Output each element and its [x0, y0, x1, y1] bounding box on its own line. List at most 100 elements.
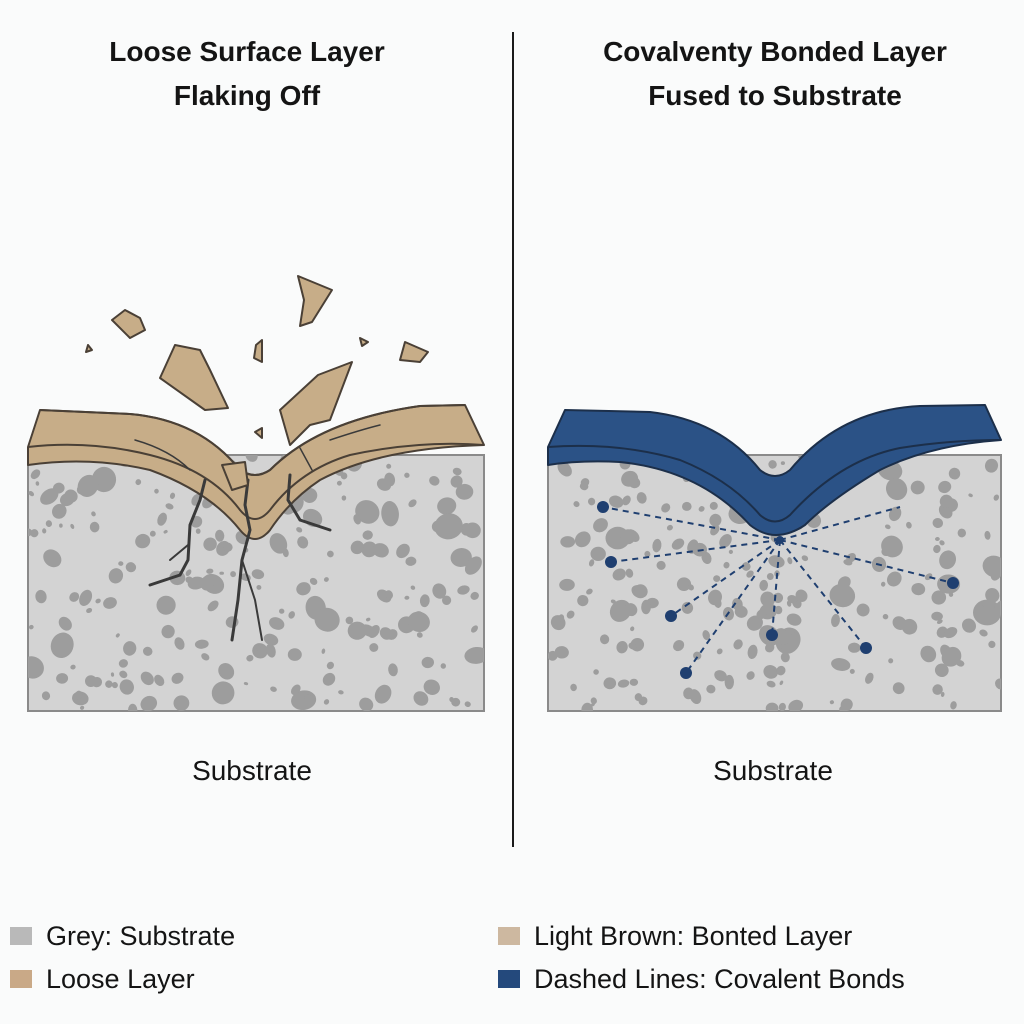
aggregate-stone — [950, 701, 957, 710]
legend-label: Dashed Lines: Covalent Bonds — [534, 963, 905, 994]
aggregate-stone — [766, 680, 776, 688]
aggregate-stone — [593, 518, 608, 533]
aggregate-stone — [376, 478, 392, 491]
aggregate-stone — [666, 524, 673, 531]
aggregate-stone — [440, 663, 447, 669]
aggregate-stone — [935, 536, 940, 542]
aggregate-stone — [588, 559, 595, 567]
aggregate-stone — [111, 682, 118, 689]
aggregate-stone — [372, 543, 389, 558]
aggregate-stone — [53, 482, 65, 494]
aggregate-stone — [296, 582, 311, 596]
aggregate-stone — [709, 501, 718, 510]
aggregate-stone — [787, 557, 793, 565]
aggregate-stone — [608, 495, 624, 508]
aggregate-stone — [829, 700, 834, 705]
aggregate-stone — [733, 639, 743, 650]
aggregate-stone — [404, 472, 410, 478]
aggregate-stone — [779, 680, 784, 686]
aggregate-stone — [746, 570, 754, 578]
aggregate-stone — [42, 528, 47, 534]
aggregate-stone — [636, 492, 647, 504]
aggregate-stone — [413, 691, 429, 706]
aggregate-stone — [973, 599, 1001, 626]
aggregate-stone — [35, 589, 47, 604]
aggregate-stone — [279, 608, 285, 614]
aggregate-stone — [429, 476, 440, 486]
crack-lines — [134, 424, 381, 642]
aggregate-stone — [28, 624, 34, 630]
aggregate-stone — [149, 530, 156, 537]
aggregate-stone — [361, 541, 378, 558]
flake — [399, 341, 429, 363]
aggregate-stone — [115, 633, 120, 638]
aggregate-stone — [759, 579, 769, 591]
aggregate-stone — [201, 653, 210, 661]
legend-swatch — [498, 927, 520, 945]
aggregate-stone — [882, 613, 889, 620]
aggregate-stone — [652, 538, 662, 553]
aggregate-stone — [441, 595, 452, 605]
aggregate-stone — [671, 538, 685, 550]
aggregate-stone — [586, 588, 593, 595]
legend-item-dashed: Dashed Lines: Covalent Bonds — [498, 962, 905, 996]
aggregate-stone — [450, 548, 472, 567]
aggregate-stone — [41, 691, 51, 701]
aggregate-stone — [865, 672, 874, 684]
aggregate-stone — [125, 562, 137, 573]
aggregate-stone — [404, 595, 410, 600]
aggregate-stone — [266, 643, 276, 658]
aggregate-stone — [108, 568, 124, 584]
aggregate-stone — [961, 618, 977, 633]
aggregate-stone — [702, 630, 710, 641]
aggregate-stone — [932, 684, 943, 695]
aggregate-stone — [985, 587, 1000, 603]
aggregate-stone — [419, 594, 430, 608]
left-substrate-label: Substrate — [192, 755, 312, 786]
legend-swatch — [498, 970, 520, 988]
aggregate-stone — [195, 528, 201, 534]
aggregate-stone — [388, 663, 398, 677]
aggregate-stone — [698, 506, 705, 512]
aggregate-stone — [906, 521, 912, 529]
aggregate-stone — [464, 701, 471, 708]
aggregate-stone — [630, 626, 635, 632]
aggregate-stone — [624, 603, 638, 617]
aggregate-stone — [939, 494, 953, 508]
aggregate-stone — [786, 613, 802, 626]
aggregate-stone — [719, 534, 732, 548]
aggregate-stone — [706, 684, 716, 694]
aggregate-stone — [943, 627, 958, 639]
aggregate-stone — [322, 672, 336, 686]
aggregate-stone — [713, 575, 721, 583]
aggregate-stone — [984, 530, 991, 540]
aggregate-stone — [591, 702, 595, 707]
aggregate-stone — [157, 512, 167, 526]
aggregate-stone — [135, 479, 142, 486]
aggregate-stone — [327, 550, 334, 558]
aggregate-stone — [716, 648, 723, 655]
aggregate-stone — [350, 540, 364, 555]
aggregate-stone — [587, 497, 596, 506]
aggregate-stone — [369, 643, 379, 652]
aggregate-stone — [165, 503, 174, 510]
aggregate-stone — [795, 589, 808, 602]
aggregate-stone — [939, 540, 945, 546]
aggregate-stone — [939, 550, 957, 570]
aggregate-stone — [154, 488, 159, 494]
aggregate-stone — [360, 624, 376, 637]
flake — [159, 344, 229, 411]
aggregate-stone — [943, 482, 950, 488]
aggregate-stone — [203, 537, 217, 551]
legend-item-loose: Loose Layer — [10, 962, 195, 996]
aggregate-stone — [79, 705, 85, 710]
aggregate-stone — [840, 698, 853, 711]
aggregate-stone — [780, 652, 790, 663]
aggregate-stone — [708, 589, 722, 606]
aggregate-stone — [434, 513, 463, 540]
legend-label: Light Brown: Bonted Layer — [534, 920, 853, 951]
aggregate-stone — [35, 481, 40, 486]
aggregate-stone — [464, 556, 482, 575]
aggregate-stone — [460, 523, 473, 536]
